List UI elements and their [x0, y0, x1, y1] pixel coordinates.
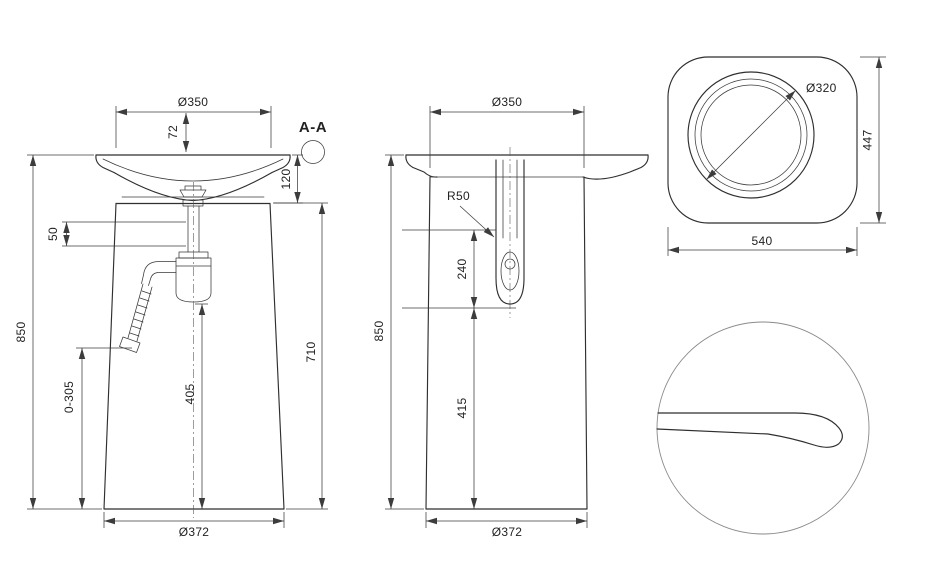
dim-label: Ø320: [806, 81, 837, 95]
front-pedestal-left: [103, 202, 117, 510]
leader-line: [459, 205, 495, 238]
dim-label: Ø350: [178, 95, 209, 109]
flex-hose-corrugations: [129, 290, 152, 337]
dim-label: 540: [752, 234, 773, 248]
bowl-opening: [700, 84, 802, 186]
bowl-rim-outer: [687, 71, 815, 199]
front-bowl-inner-arc: [102, 158, 284, 182]
detail-boundary-circle: [656, 321, 870, 535]
dim-side-850: 850: [372, 154, 424, 510]
dim-label: 850: [372, 321, 386, 342]
dim-label: Ø372: [179, 525, 210, 539]
dim-line: [706, 90, 796, 180]
dim-ext-lines: [62, 221, 186, 247]
dim-label: 240: [455, 259, 469, 280]
dim-front-0-305: 0-305: [62, 347, 132, 509]
dim-label: 50: [46, 227, 60, 241]
front-bowl-underside: [113, 171, 273, 202]
trap-outlet-arm: [141, 261, 177, 286]
dim-label: 850: [14, 322, 28, 343]
top-view: Ø320 447 540: [667, 56, 886, 256]
dim-top-447: 447: [860, 56, 886, 224]
side-view: Ø350 R50 240 415 850 Ø372: [372, 95, 649, 539]
bowl-rim-mid: [694, 78, 808, 192]
dim-label: 447: [861, 130, 875, 151]
dim-front-dia-base: Ø372: [103, 512, 285, 539]
section-detail-view: [656, 321, 870, 535]
drain-tailpipe: [187, 205, 200, 253]
drain-flange: [179, 185, 207, 207]
dim-ext-lines: [402, 229, 516, 309]
dim-ext-lines: [429, 106, 585, 168]
dim-label: 405: [183, 384, 197, 405]
side-lip-left: [405, 154, 438, 178]
dim-label: 0-305: [62, 381, 76, 413]
side-lip-right: [582, 154, 649, 180]
section-marker: A-A: [299, 119, 327, 164]
front-lip-left: [95, 154, 115, 174]
dim-label: 710: [304, 342, 318, 363]
dim-top-dia-bowl: Ø320: [706, 81, 837, 180]
side-pedestal-right: [583, 176, 588, 510]
deck-outline: [667, 56, 858, 224]
front-view: Ø350 72 A-A 120 50 850 0-305: [14, 95, 328, 539]
dim-side-dia-top: Ø350: [429, 95, 585, 168]
rim-edge-profile: [656, 412, 843, 448]
dim-side-dia-base: Ø372: [425, 512, 588, 539]
flex-hose-edges: [127, 283, 153, 342]
dim-label: 72: [166, 125, 180, 139]
dim-ext-lines: [27, 154, 102, 510]
section-detail-circle: [301, 140, 325, 164]
dim-ext-lines: [273, 202, 328, 510]
dim-front-405: 405: [183, 303, 208, 509]
radius-label: R50: [447, 189, 470, 203]
dim-front-850: 850: [14, 154, 102, 510]
dim-top-540: 540: [667, 227, 858, 256]
dim-label: Ø372: [492, 525, 523, 539]
dim-front-710: 710: [273, 202, 328, 510]
dim-label: 120: [279, 169, 293, 190]
dim-side-415: 415: [455, 308, 478, 509]
dim-front-50: 50: [46, 221, 186, 247]
callout-r50: R50: [447, 189, 495, 238]
dim-label: 415: [455, 398, 469, 419]
section-label: A-A: [299, 119, 327, 136]
front-pedestal-right: [269, 202, 285, 510]
side-pedestal-left: [425, 176, 431, 510]
dim-label: Ø350: [492, 95, 523, 109]
drain-channel: [502, 159, 518, 239]
front-lip-right: [271, 154, 291, 174]
hose-end-fitting: [119, 336, 141, 353]
dim-front-72: 72: [166, 113, 190, 152]
dim-front-dia-top: Ø350: [115, 95, 272, 148]
dim-side-240: 240: [402, 229, 516, 309]
